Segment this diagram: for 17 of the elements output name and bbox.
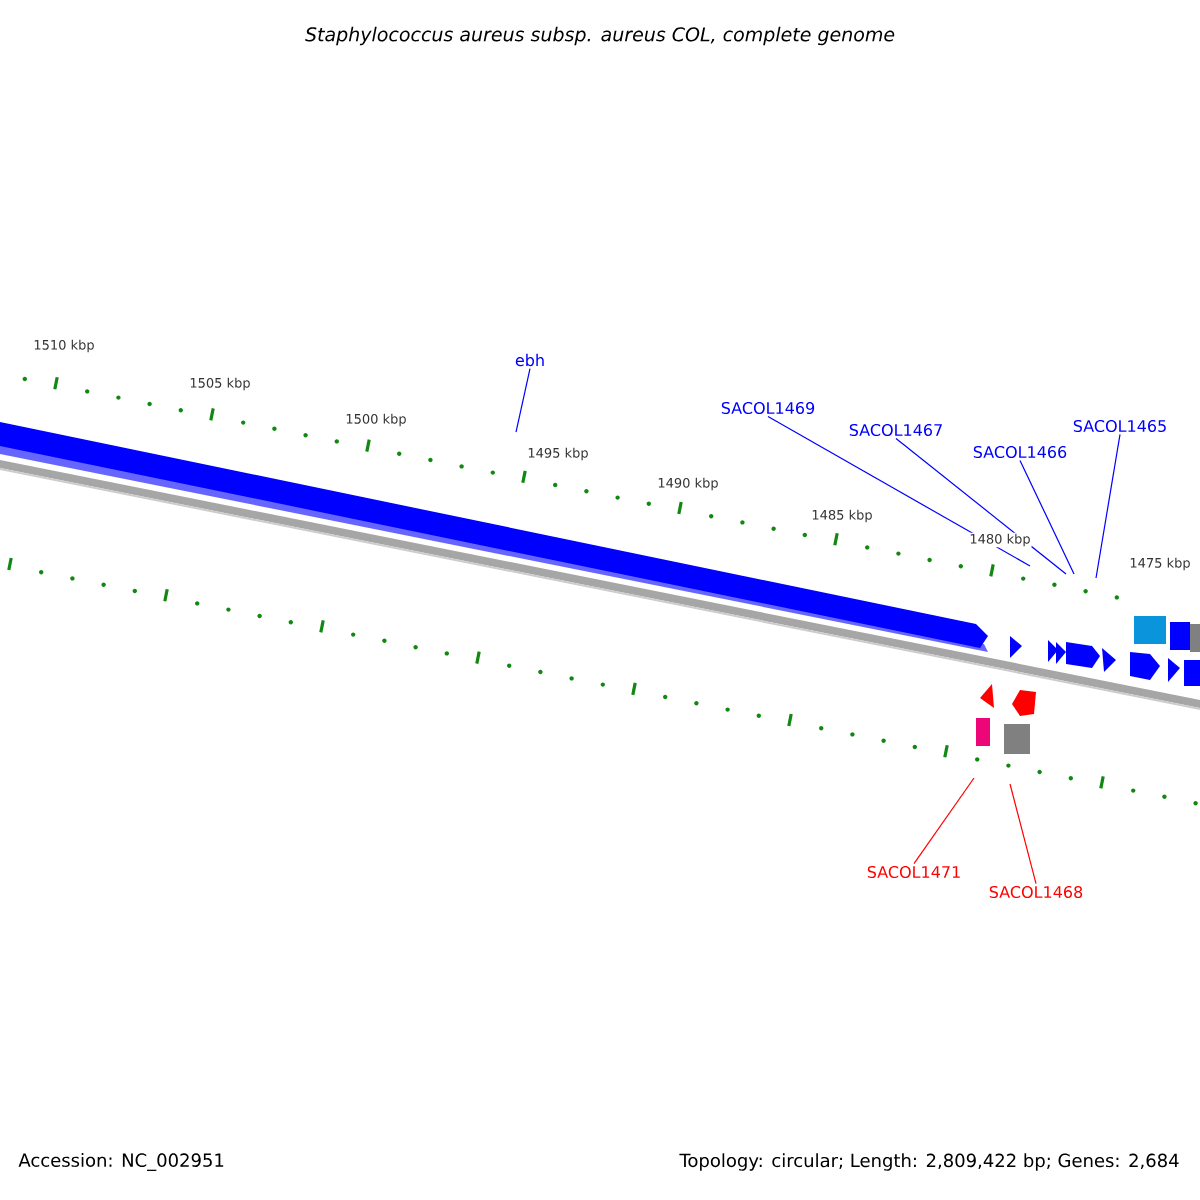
leader-line: [515, 368, 531, 433]
gene-label: SACOL1469: [721, 401, 815, 415]
gene-label: SACOL1468: [989, 885, 1083, 899]
leader-line: [913, 777, 975, 865]
leader-line: [895, 437, 1067, 575]
leader-line: [1009, 783, 1037, 885]
leader-line: [1095, 433, 1121, 579]
gene-label: SACOL1471: [867, 865, 960, 879]
gene-label: SACOL1467: [849, 423, 942, 437]
gene-label: SACOL1466: [973, 445, 1067, 459]
genome-info-text: Topology: circular; Length: 2,809,422 bp; Genes: 2,684: [679, 1153, 1179, 1171]
accession-text: Accession: NC_002951: [18, 1153, 224, 1171]
leader-line: [1019, 459, 1075, 575]
gene-label: SACOL1465: [1073, 419, 1166, 433]
leader-line: [767, 415, 1031, 567]
gene-label: ebh: [515, 353, 544, 367]
title: Staphylococcus aureus subsp. aureus COL, complete genome: [305, 26, 895, 46]
